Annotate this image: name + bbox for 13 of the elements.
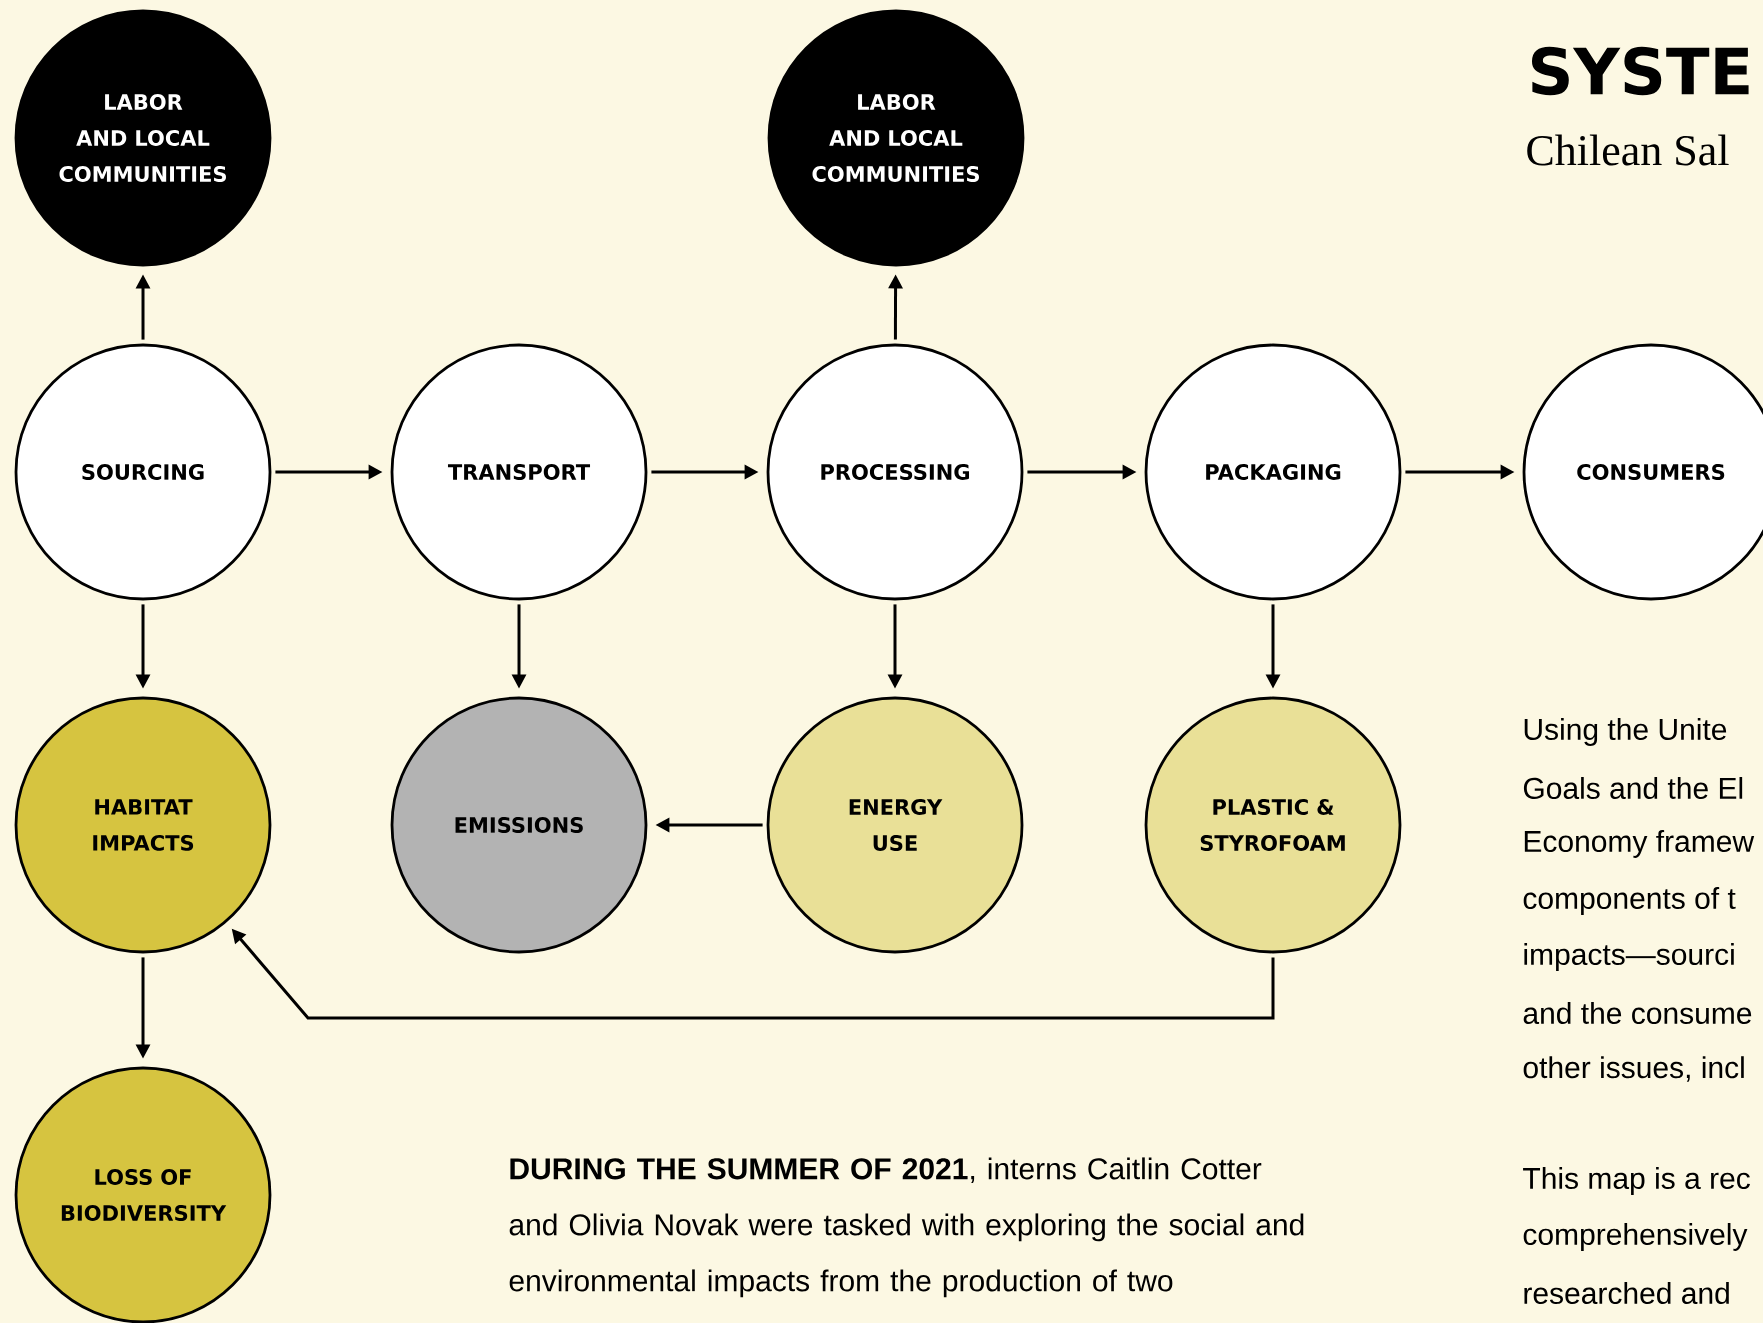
text-line: components of t — [1523, 887, 1736, 915]
text-line: Using the Unite — [1524, 718, 1727, 746]
text-line: other issues, incl — [1523, 1056, 1744, 1082]
text-line: Economy framew — [1524, 830, 1755, 858]
text-line: and the consume — [1523, 1002, 1752, 1024]
text-line: Goals and the El — [1523, 777, 1743, 799]
title: SYSTE — [1532, 46, 1749, 96]
text-line: This map is a rec — [1523, 1167, 1750, 1195]
text-line: researched and — [1524, 1282, 1729, 1304]
paragraph: DURING THE SUMMER OF 2021, interns Caitlin Cotter and Olivia Novak were tasked with exploring the social and environmental impacts from the production of two — [509, 1157, 1304, 1298]
text-line: impacts—sourci — [1524, 943, 1734, 971]
text-line: comprehensively — [1523, 1223, 1748, 1251]
subtitle: Chilean Sal — [1527, 134, 1729, 166]
